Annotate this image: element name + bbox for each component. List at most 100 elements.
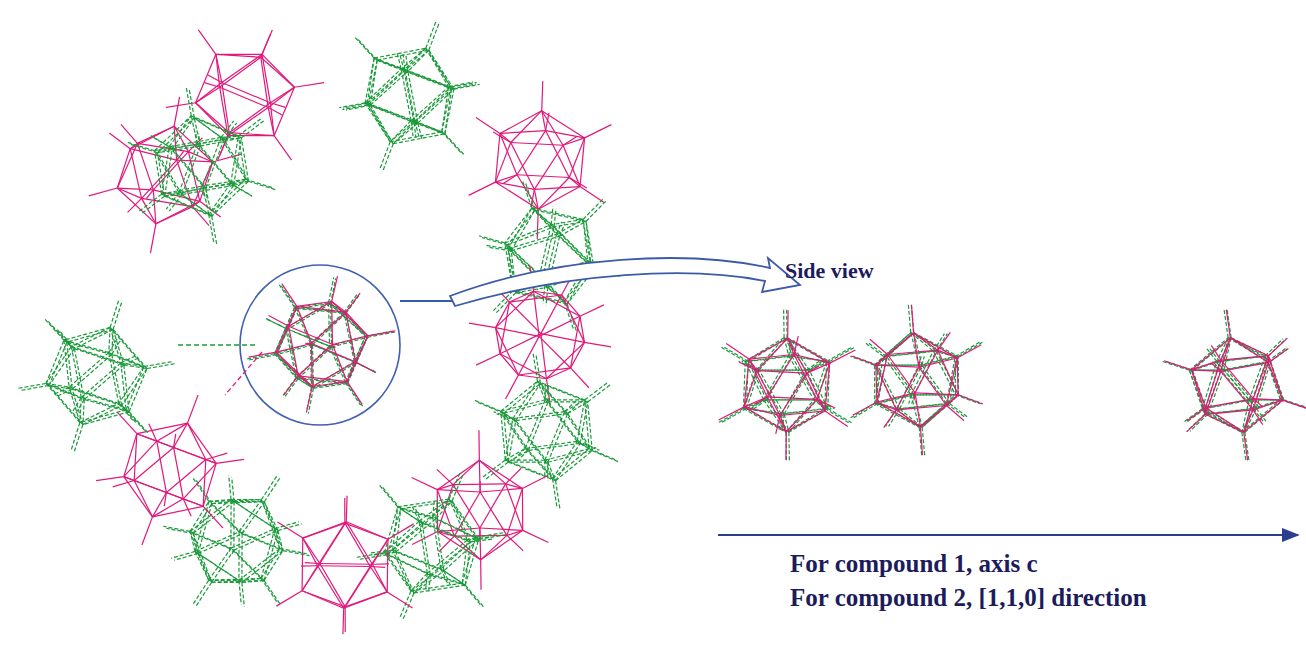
cluster-bond — [1221, 371, 1253, 410]
cluster-bond — [377, 50, 429, 60]
cluster-bond — [346, 294, 360, 314]
cluster-bond — [264, 502, 283, 551]
cluster-bond — [1221, 363, 1269, 372]
cluster-bond — [780, 373, 807, 415]
cluster-bond — [1206, 371, 1221, 414]
cluster-bond — [878, 395, 914, 404]
pink-icosahedron — [89, 97, 242, 253]
cluster-bond — [142, 198, 193, 206]
cluster-bond — [279, 285, 294, 308]
cluster-bond — [345, 564, 372, 607]
cluster-bond — [807, 373, 825, 411]
cluster-bond — [480, 488, 522, 492]
cluster-bond — [320, 522, 346, 564]
cluster-bond — [1206, 360, 1221, 407]
cluster-bond — [242, 502, 264, 534]
cluster-bond — [261, 500, 280, 549]
cluster-bond — [776, 416, 780, 434]
cluster-bond — [922, 356, 924, 365]
cluster-bond — [377, 60, 404, 71]
cluster-bond — [1220, 361, 1252, 399]
cluster-bond — [194, 118, 224, 140]
green-icosahedron — [482, 182, 620, 332]
cluster-bond — [1187, 414, 1205, 431]
cluster-bond — [414, 571, 444, 593]
cluster-bond — [1253, 410, 1263, 425]
cluster-bond — [83, 405, 122, 424]
cluster-bond — [112, 329, 113, 354]
cluster-bond — [261, 476, 277, 500]
cluster-bond — [303, 523, 345, 538]
cluster-bond — [1227, 309, 1231, 337]
cluster-bond — [378, 484, 397, 507]
cluster-bond — [203, 137, 221, 185]
cluster-bond — [507, 535, 523, 550]
cluster-bond — [297, 306, 312, 343]
cluster-bond — [206, 181, 249, 188]
cluster-bond — [301, 565, 317, 567]
cluster-bond — [444, 571, 451, 585]
cluster-bond — [284, 379, 298, 399]
cluster-bond — [89, 188, 118, 196]
cluster-bond — [242, 534, 283, 551]
cluster-bond — [206, 139, 224, 187]
cluster-bond — [365, 103, 390, 142]
cluster-bond — [477, 402, 504, 413]
cluster-bond — [203, 506, 223, 528]
cluster-bond — [152, 506, 203, 517]
cluster-bond — [546, 342, 584, 378]
cluster-bond — [198, 553, 242, 582]
cluster-bond — [142, 196, 165, 213]
cluster-bond — [206, 188, 208, 201]
cluster-bond — [794, 336, 798, 354]
cluster-bond — [469, 323, 496, 327]
cluster-bond — [372, 563, 388, 565]
cluster-bond — [436, 519, 444, 571]
cluster-bond — [911, 351, 933, 395]
cluster-bond — [112, 355, 122, 406]
cluster-bond — [129, 412, 148, 433]
cluster-bond — [479, 460, 481, 492]
cluster-bond — [528, 450, 555, 480]
cluster-bond — [1191, 370, 1205, 414]
cluster-bond — [117, 149, 130, 188]
cluster-bond — [462, 583, 481, 606]
cluster-bond — [422, 523, 430, 575]
cluster-bond — [1206, 414, 1244, 432]
cluster-bond — [261, 578, 277, 601]
cluster-bond — [476, 533, 503, 538]
cluster-bond — [401, 501, 452, 509]
cluster-bond — [49, 385, 83, 424]
cluster-bond — [212, 582, 242, 583]
cluster-bond — [946, 404, 965, 418]
cluster-bond — [588, 384, 612, 402]
cluster-bond — [914, 393, 915, 401]
cluster-bond — [345, 523, 388, 539]
cluster-bond — [354, 36, 374, 58]
cluster-bond — [174, 553, 198, 560]
cluster-bond — [503, 175, 517, 184]
cluster-bond — [433, 517, 441, 569]
cluster-bond — [532, 208, 583, 219]
cluster-bond — [416, 509, 423, 523]
cluster-bond — [387, 539, 389, 592]
cluster-bond — [830, 347, 855, 361]
cluster-bond — [64, 340, 69, 387]
cluster-bond — [134, 447, 173, 480]
cluster-bond — [946, 405, 964, 420]
cluster-bond — [312, 382, 347, 387]
cluster-bond — [480, 528, 523, 530]
cluster-bond — [121, 124, 138, 143]
cluster-bond — [1230, 338, 1268, 356]
cluster-bond — [76, 399, 84, 412]
cluster-bond — [239, 500, 261, 532]
cluster-bond — [195, 551, 239, 580]
cluster-bond — [262, 54, 294, 87]
cluster-bond — [196, 87, 220, 103]
cluster-bond — [496, 328, 540, 337]
cluster-bond — [276, 591, 302, 606]
cluster-bond — [124, 365, 129, 412]
cluster-bond — [396, 509, 401, 552]
cluster-bond — [179, 144, 197, 192]
cluster-bond — [915, 350, 938, 393]
